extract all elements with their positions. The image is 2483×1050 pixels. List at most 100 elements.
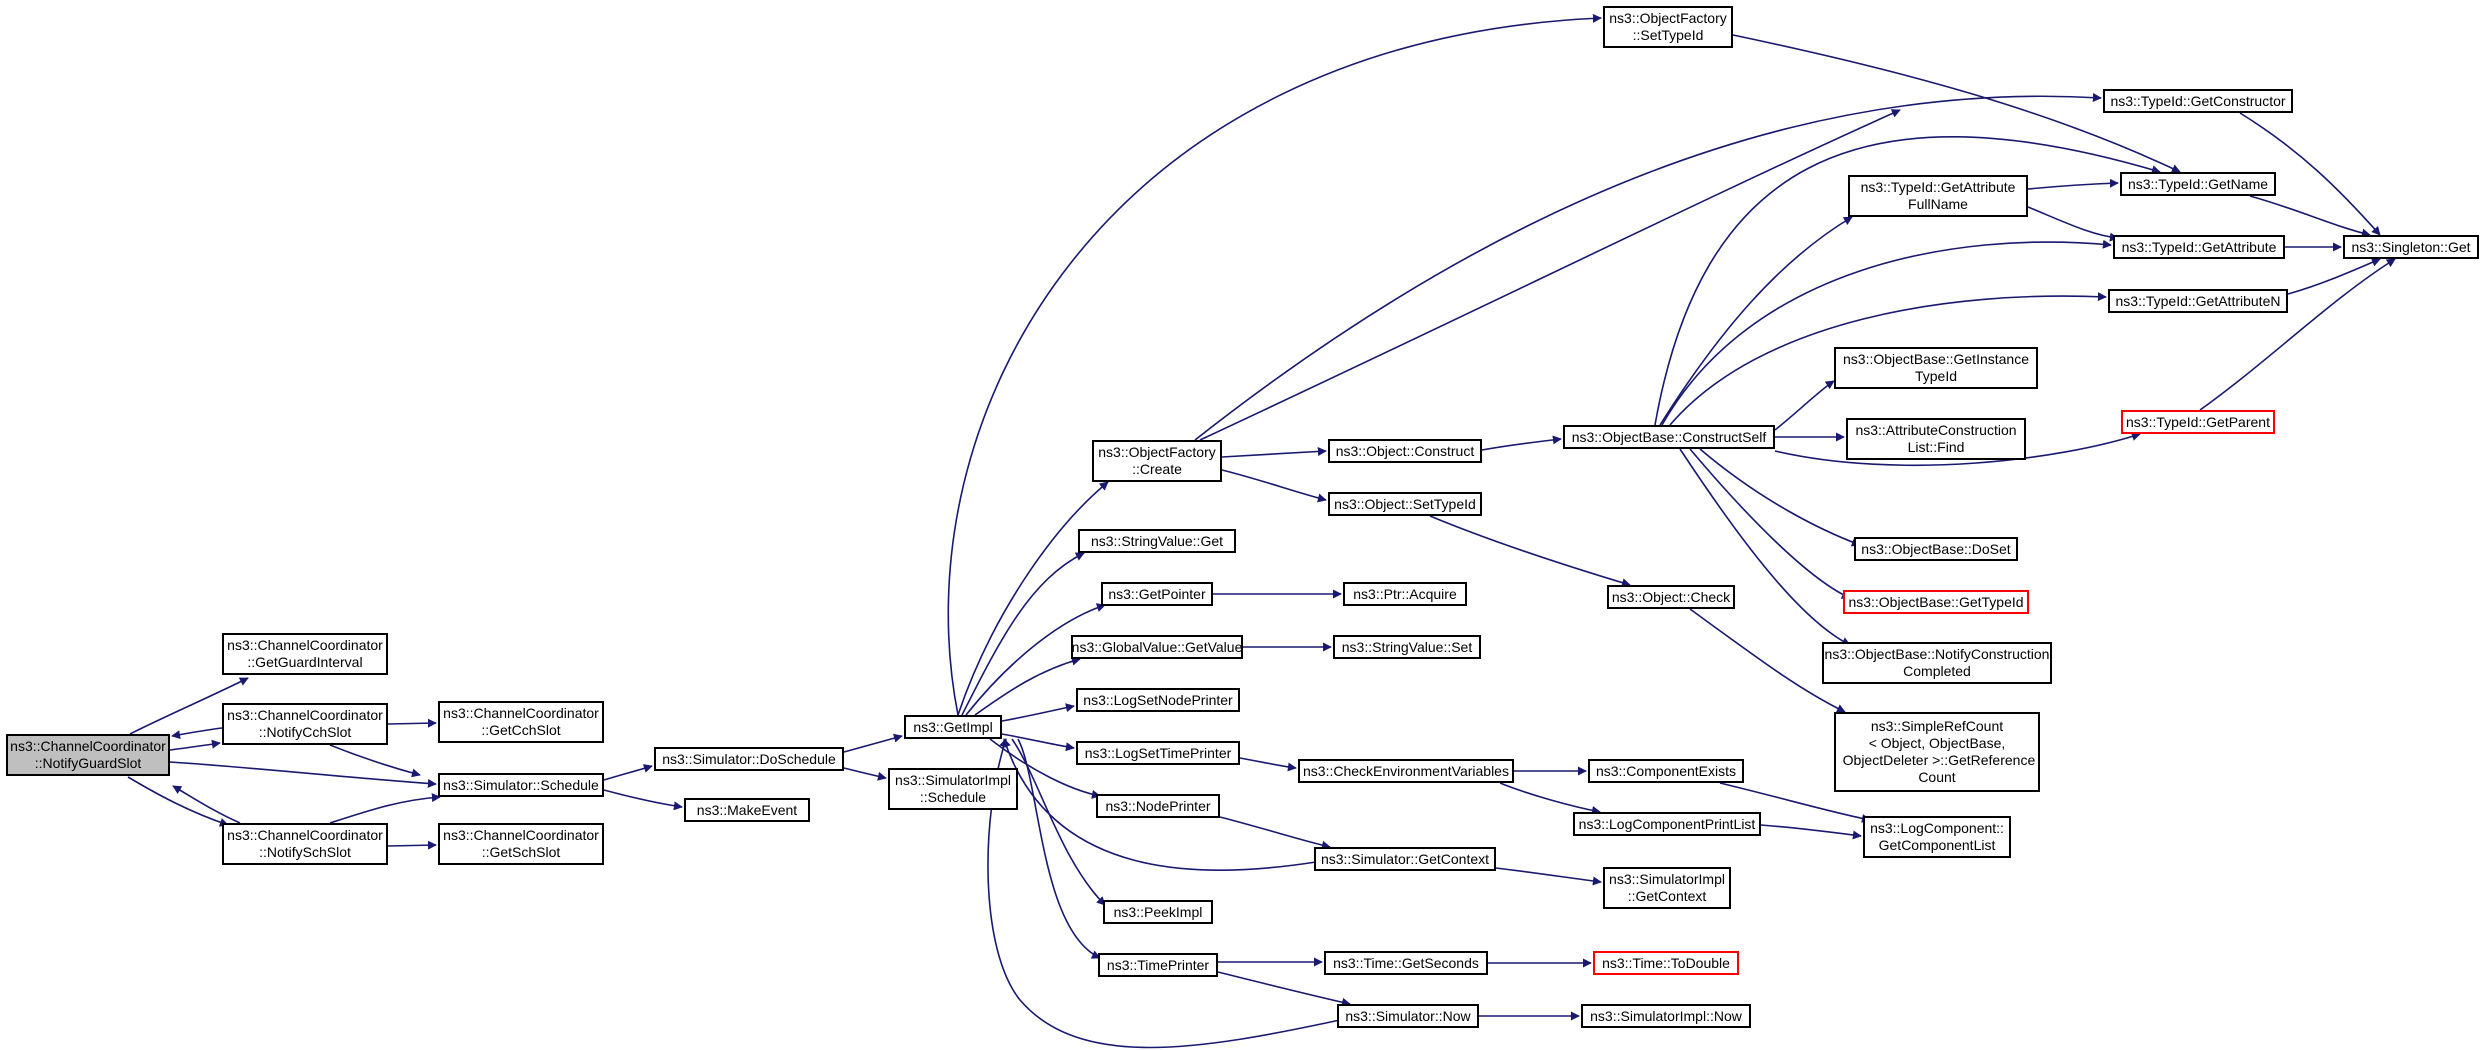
edge-cs-to-getname	[1654, 136, 2161, 426]
edge-getcontext-to-getimpl	[1002, 738, 1317, 871]
node-get-cch-slot[interactable]: ns3::ChannelCoordinator ::GetCchSlot	[438, 701, 604, 743]
node-simulatorimpl-get-context[interactable]: ns3::SimulatorImpl ::GetContext	[1603, 867, 1731, 909]
node-get-pointer[interactable]: ns3::GetPointer	[1101, 582, 1213, 606]
edge-getimpl-to-getpointer	[965, 603, 1106, 716]
edge-guard-to-interval	[129, 677, 249, 735]
edge-cs-to-getparent	[1774, 432, 2141, 467]
node-simulator-now[interactable]: ns3::Simulator::Now	[1337, 1004, 1479, 1028]
node-object-set-typeid[interactable]: ns3::Object::SetTypeId	[1328, 492, 1482, 516]
edge-exists-to-complist	[1719, 782, 1871, 823]
node-log-component-print-list[interactable]: ns3::LogComponentPrintList	[1573, 812, 1761, 836]
node-typeid-get-name[interactable]: ns3::TypeId::GetName	[2120, 172, 2276, 196]
node-object-factory-create[interactable]: ns3::ObjectFactory ::Create	[1092, 440, 1222, 482]
node-log-component-get-component-list[interactable]: ns3::LogComponent:: GetComponentList	[1863, 816, 2011, 858]
edge-getimpl-to-globalget	[974, 656, 1081, 716]
node-node-printer[interactable]: ns3::NodePrinter	[1096, 794, 1220, 818]
edge-sch-to-guard	[172, 785, 241, 824]
node-time-get-seconds[interactable]: ns3::Time::GetSeconds	[1324, 951, 1488, 975]
edge-getconstructor-to-singleton	[2239, 112, 2381, 236]
node-component-exists[interactable]: ns3::ComponentExists	[1588, 759, 1744, 783]
node-object-check[interactable]: ns3::Object::Check	[1607, 585, 1735, 609]
edge-logtime-to-checkenv	[1239, 757, 1297, 772]
node-objectbase-notify-construction-completed[interactable]: ns3::ObjectBase::NotifyConstruction Comp…	[1822, 642, 2052, 684]
node-make-event[interactable]: ns3::MakeEvent	[684, 798, 810, 822]
edge-guard-to-cch	[169, 739, 221, 751]
edge-cs-to-instancetypeid	[1774, 380, 1835, 431]
edge-getname-to-singleton	[2249, 195, 2371, 238]
edge-settypeid-to-check	[1429, 515, 1631, 587]
edge-checkenv-to-printlist	[1499, 782, 1601, 815]
node-singleton-get[interactable]: ns3::Singleton::Get	[2343, 235, 2479, 259]
edge-timeprinter-to-now	[1217, 971, 1351, 1007]
edge-attrfullname-to-getattribute	[2027, 206, 2119, 242]
edge-create-to-settypeid	[1221, 469, 1327, 503]
edge-check-to-refcount	[1689, 608, 1846, 713]
edge-getimpl-to-create	[957, 481, 1109, 716]
edge-construct-to-constructself	[1481, 435, 1562, 451]
node-string-value-set[interactable]: ns3::StringValue::Set	[1333, 635, 1481, 659]
node-check-env-vars[interactable]: ns3::CheckEnvironmentVariables	[1298, 759, 1514, 783]
node-log-set-time-printer[interactable]: ns3::LogSetTimePrinter	[1076, 741, 1240, 765]
edge-guard-to-schedule	[169, 761, 437, 788]
node-object-construct[interactable]: ns3::Object::Construct	[1328, 439, 1482, 463]
node-objectbase-construct-self[interactable]: ns3::ObjectBase::ConstructSelf	[1563, 425, 1775, 449]
node-objectbase-get-instance-typeid[interactable]: ns3::ObjectBase::GetInstance TypeId	[1834, 347, 2038, 389]
edge-cs-to-getattrn	[1669, 292, 2107, 426]
edge-getimpl-to-setypeid	[947, 13, 1602, 716]
edge-cs-to-attrfullname	[1659, 216, 1853, 426]
node-simple-ref-count-get-reference-count[interactable]: ns3::SimpleRefCount < Object, ObjectBase…	[1834, 712, 2040, 792]
node-notify-sch-slot[interactable]: ns3::ChannelCoordinator ::NotifySchSlot	[222, 823, 388, 865]
edge-getimpl-to-timeprinter	[1017, 738, 1101, 959]
edge-attrfullname-to-getname	[2027, 178, 2119, 190]
node-simulatorimpl-schedule[interactable]: ns3::SimulatorImpl ::Schedule	[888, 768, 1018, 810]
node-typeid-get-constructor[interactable]: ns3::TypeId::GetConstructor	[2103, 89, 2293, 113]
node-ptr-acquire[interactable]: ns3::Ptr::Acquire	[1343, 582, 1467, 606]
node-time-printer[interactable]: ns3::TimePrinter	[1098, 953, 1218, 977]
edge-cch-to-schedule	[329, 744, 421, 778]
node-typeid-get-parent[interactable]: ns3::TypeId::GetParent	[2121, 410, 2275, 434]
node-simulator-get-context[interactable]: ns3::Simulator::GetContext	[1314, 847, 1496, 871]
edge-cs-to-getattribute	[1661, 239, 2112, 426]
edge-sch-to-getsch	[387, 840, 437, 850]
edge-cs-to-notify	[1679, 448, 1851, 646]
edge-printlist-to-complist	[1760, 824, 1862, 840]
edge-cs-to-gettypeid	[1689, 448, 1851, 599]
node-notify-guard-slot: ns3::ChannelCoordinator ::NotifyGuardSlo…	[6, 734, 170, 776]
edge-schedule-to-doschedule	[603, 764, 653, 781]
node-typeid-get-attribute-fullname[interactable]: ns3::TypeId::GetAttribute FullName	[1848, 175, 2028, 217]
edge-create-to-getconstructor	[1194, 93, 2102, 441]
edge-create-to-getname	[1199, 109, 1901, 441]
node-objectbase-doset[interactable]: ns3::ObjectBase::DoSet	[1854, 537, 2018, 561]
edge-cch-to-getcch	[387, 718, 437, 728]
node-typeid-get-attribute-n[interactable]: ns3::TypeId::GetAttributeN	[2108, 289, 2288, 313]
node-simulator-schedule[interactable]: ns3::Simulator::Schedule	[438, 773, 604, 797]
edge-doschedule-to-getimpl	[843, 733, 903, 753]
edge-getimpl-to-logtime	[1001, 733, 1075, 752]
node-attribute-construction-list-find[interactable]: ns3::AttributeConstruction List::Find	[1846, 418, 2026, 460]
node-global-value-get-value[interactable]: ns3::GlobalValue::GetValue	[1071, 635, 1243, 659]
node-log-set-node-printer[interactable]: ns3::LogSetNodePrinter	[1076, 688, 1240, 712]
node-objectbase-get-typeid[interactable]: ns3::ObjectBase::GetTypeId	[1843, 590, 2029, 614]
node-get-impl[interactable]: ns3::GetImpl	[904, 715, 1002, 739]
node-notify-cch-slot[interactable]: ns3::ChannelCoordinator ::NotifyCchSlot	[222, 703, 388, 745]
edge-getimpl-to-strget	[961, 552, 1085, 716]
edge-schedule-to-makeevent	[603, 789, 683, 811]
node-time-to-double[interactable]: ns3::Time::ToDouble	[1593, 951, 1739, 975]
node-typeid-get-attribute[interactable]: ns3::TypeId::GetAttribute	[2113, 235, 2285, 259]
edge-now-to-getimpl	[987, 738, 1341, 1049]
node-object-factory-set-typeid[interactable]: ns3::ObjectFactory ::SetTypeId	[1603, 6, 1733, 48]
edge-nodeprinter-to-getcontext	[1219, 816, 1331, 850]
node-string-value-get[interactable]: ns3::StringValue::Get	[1078, 529, 1236, 553]
node-simulator-doschedule[interactable]: ns3::Simulator::DoSchedule	[654, 747, 844, 771]
node-get-sch-slot[interactable]: ns3::ChannelCoordinator ::GetSchSlot	[438, 823, 604, 865]
edge-cch-to-guard	[171, 727, 223, 740]
node-simulatorimpl-now[interactable]: ns3::SimulatorImpl::Now	[1581, 1004, 1751, 1028]
edge-getimpl-to-lognode	[1001, 703, 1075, 722]
node-get-guard-interval[interactable]: ns3::ChannelCoordinator ::GetGuardInterv…	[222, 633, 388, 675]
edge-getattrn-to-singleton	[2287, 258, 2381, 295]
node-peek-impl[interactable]: ns3::PeekImpl	[1103, 900, 1213, 924]
edge-cs-to-doset	[1699, 448, 1861, 547]
edge-create-to-construct	[1221, 447, 1327, 458]
edge-getimpl-to-peek	[1011, 738, 1106, 906]
